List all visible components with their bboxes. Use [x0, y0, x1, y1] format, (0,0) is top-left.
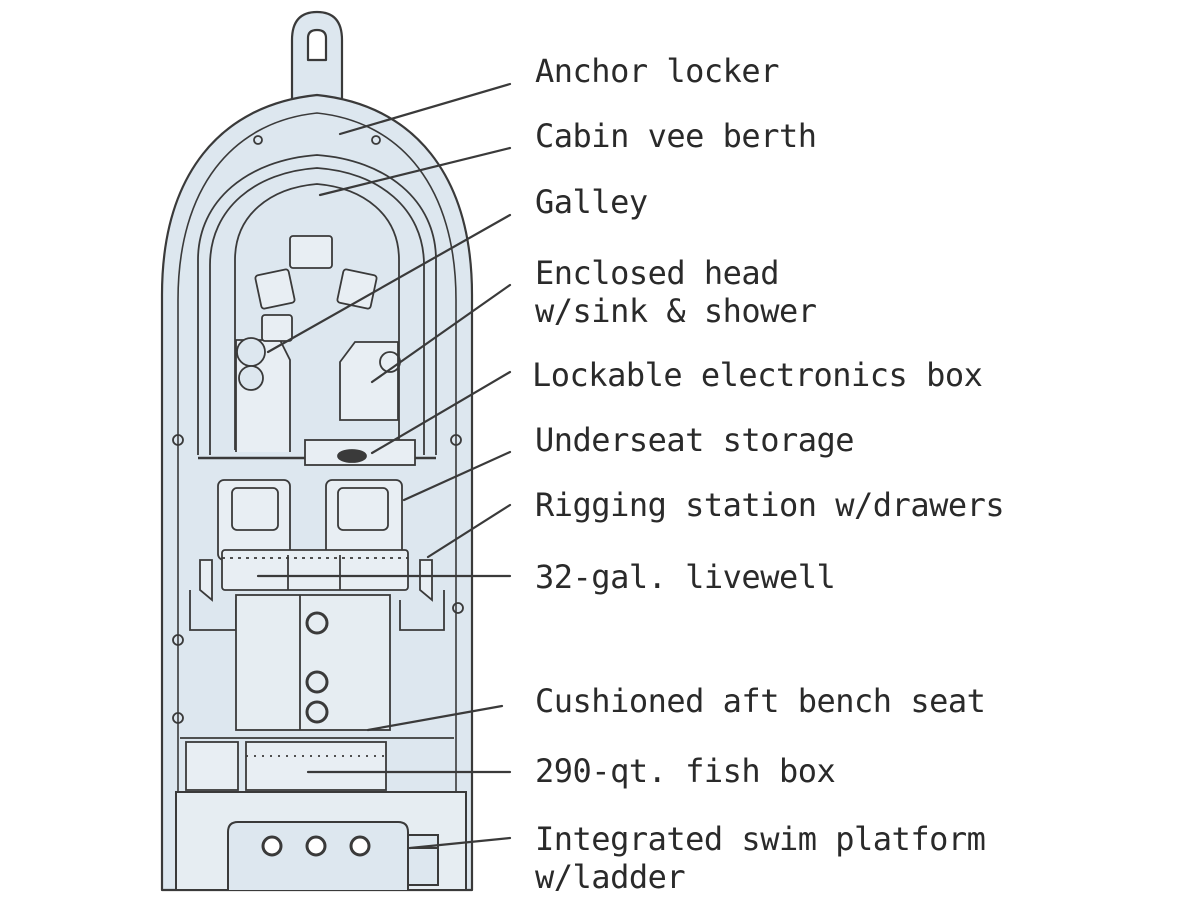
- leader-lines: [256, 82, 512, 850]
- leader-galley: [266, 213, 512, 354]
- leader-underseat-storage: [402, 450, 512, 502]
- leader-electronics-box: [370, 370, 512, 455]
- label-livewell-line: 32-gal. livewell: [535, 558, 836, 596]
- label-galley-line: Galley: [535, 183, 648, 221]
- bow-pulpit: [290, 10, 344, 122]
- label-enclosed-head-line: Enclosed head: [535, 254, 779, 292]
- leader-aft-bench-seat: [366, 704, 504, 732]
- leader-rigging-station: [426, 503, 512, 559]
- label-cabin-vee-berth: Cabin vee berth: [535, 117, 817, 155]
- label-livewell: 32-gal. livewell: [535, 558, 836, 596]
- label-aft-bench-seat: Cushioned aft bench seat: [535, 682, 986, 720]
- label-electronics-box: Lockable electronics box: [532, 356, 983, 394]
- leader-anchor-locker: [338, 82, 512, 136]
- leader-swim-platform: [408, 836, 512, 850]
- label-underseat-storage-line: Underseat storage: [535, 421, 855, 459]
- label-rigging-station-line: Rigging station w/drawers: [535, 486, 1005, 524]
- leader-cabin-vee-berth: [318, 146, 512, 197]
- label-anchor-locker: Anchor locker: [535, 52, 779, 90]
- label-fish-box-line: 290-qt. fish box: [535, 752, 836, 790]
- label-rigging-station: Rigging station w/drawers: [535, 486, 1005, 524]
- label-underseat-storage: Underseat storage: [535, 421, 855, 459]
- cabin: [197, 154, 437, 466]
- label-anchor-locker-line: Anchor locker: [535, 52, 779, 90]
- helm-seats: [199, 479, 433, 602]
- label-fish-box: 290-qt. fish box: [535, 752, 836, 790]
- leader-enclosed-head: [370, 283, 512, 384]
- transom: [175, 791, 467, 891]
- cockpit: [172, 135, 464, 791]
- label-cabin-vee-berth-line: Cabin vee berth: [535, 117, 817, 155]
- label-swim-platform-line: w/ladder: [535, 858, 686, 896]
- label-electronics-box-line: Lockable electronics box: [532, 356, 983, 394]
- label-swim-platform-line: Integrated swim platform: [535, 820, 986, 858]
- label-enclosed-head-line: w/sink & shower: [535, 292, 817, 330]
- label-aft-bench-seat-line: Cushioned aft bench seat: [535, 682, 986, 720]
- label-galley: Galley: [535, 183, 648, 221]
